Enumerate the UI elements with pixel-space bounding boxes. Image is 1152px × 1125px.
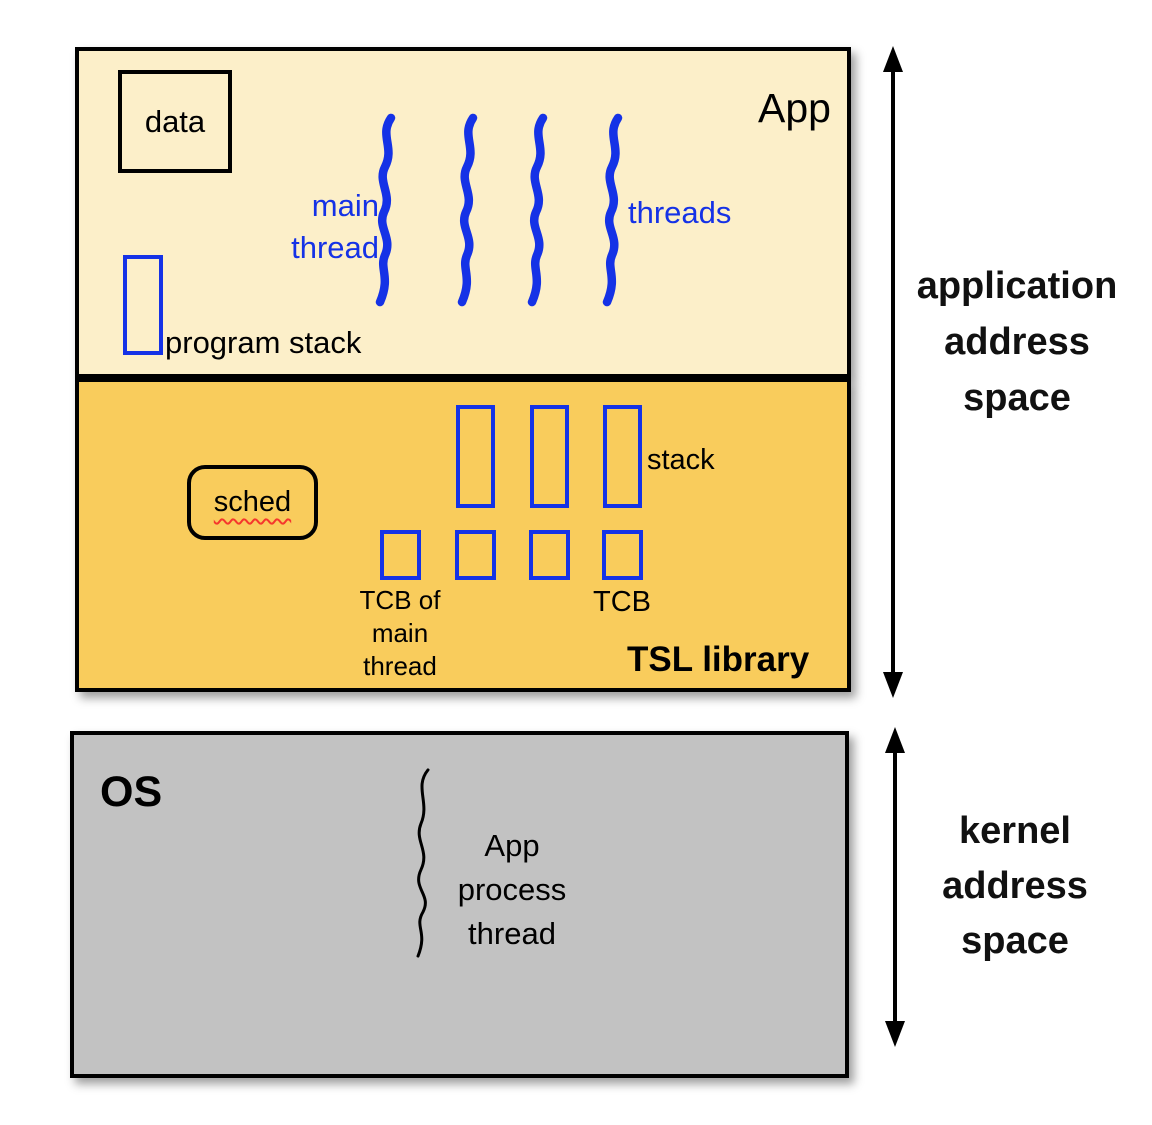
thread-stack-rect: [603, 405, 642, 508]
tcb-main-thread-rect: [380, 530, 421, 580]
main-thread-squiggle-icon: [375, 113, 396, 307]
scheduler-label: sched: [213, 486, 292, 518]
threads-label: threads: [628, 195, 732, 230]
app-address-space-app-box: data main thread threads App program sta…: [75, 47, 851, 378]
application-address-space-label-line1: application: [916, 265, 1118, 307]
tcb-of-main-thread-label-line1: TCB of: [359, 585, 441, 615]
app-process-thread-label: App process thread: [412, 824, 612, 956]
program-stack-label: program stack: [165, 325, 362, 360]
application-address-space-label-line2: address: [944, 321, 1090, 363]
tcb-label: TCB: [593, 586, 651, 618]
tcb-of-main-thread-label-line3: thread: [363, 651, 437, 681]
app-process-thread-label-line1: App: [484, 828, 540, 863]
tcb-rect: [529, 530, 570, 580]
main-thread-label-line2: thread: [291, 230, 379, 265]
thread-squiggle-icon: [457, 113, 478, 307]
scheduler-box: sched: [187, 465, 318, 540]
application-address-space-label-line3: space: [963, 377, 1071, 419]
tsl-library-title: TSL library: [627, 640, 810, 679]
kernel-address-space-arrow-icon: [885, 727, 905, 1047]
main-thread-label: main thread: [219, 185, 379, 269]
app-process-thread-squiggle-icon: [416, 768, 430, 958]
tcb-of-main-thread-label-line2: main: [371, 618, 429, 648]
application-address-space-label: application address space: [897, 258, 1137, 426]
data-segment-box: data: [118, 70, 232, 173]
kernel-address-space-label-line1: kernel: [959, 810, 1071, 852]
main-thread-label-line1: main: [311, 188, 379, 223]
tcb-of-main-thread-label: TCB of main thread: [335, 584, 465, 683]
thread-squiggle-icon: [602, 113, 623, 307]
os-title: OS: [100, 768, 163, 816]
stack-label: stack: [647, 444, 715, 476]
thread-squiggle-icon: [527, 113, 548, 307]
thread-stack-rect: [530, 405, 569, 508]
tcb-rect: [455, 530, 496, 580]
tcb-rect: [602, 530, 643, 580]
program-stack-rect: [123, 255, 163, 355]
app-process-thread-label-line3: thread: [468, 916, 556, 951]
data-segment-label: data: [144, 103, 206, 139]
app-box-title: App: [758, 85, 831, 131]
kernel-address-space-label: kernel address space: [895, 804, 1135, 969]
thread-stack-rect: [456, 405, 495, 508]
kernel-address-space-label-line2: address: [942, 865, 1088, 907]
tsl-library-box: sched stack TCB of main thread TCB TSL l…: [75, 378, 851, 692]
app-process-thread-label-line2: process: [457, 872, 567, 907]
kernel-address-space-label-line3: space: [961, 920, 1069, 962]
os-box: OS App process thread: [70, 731, 849, 1078]
application-address-space-arrow-icon: [883, 46, 903, 698]
